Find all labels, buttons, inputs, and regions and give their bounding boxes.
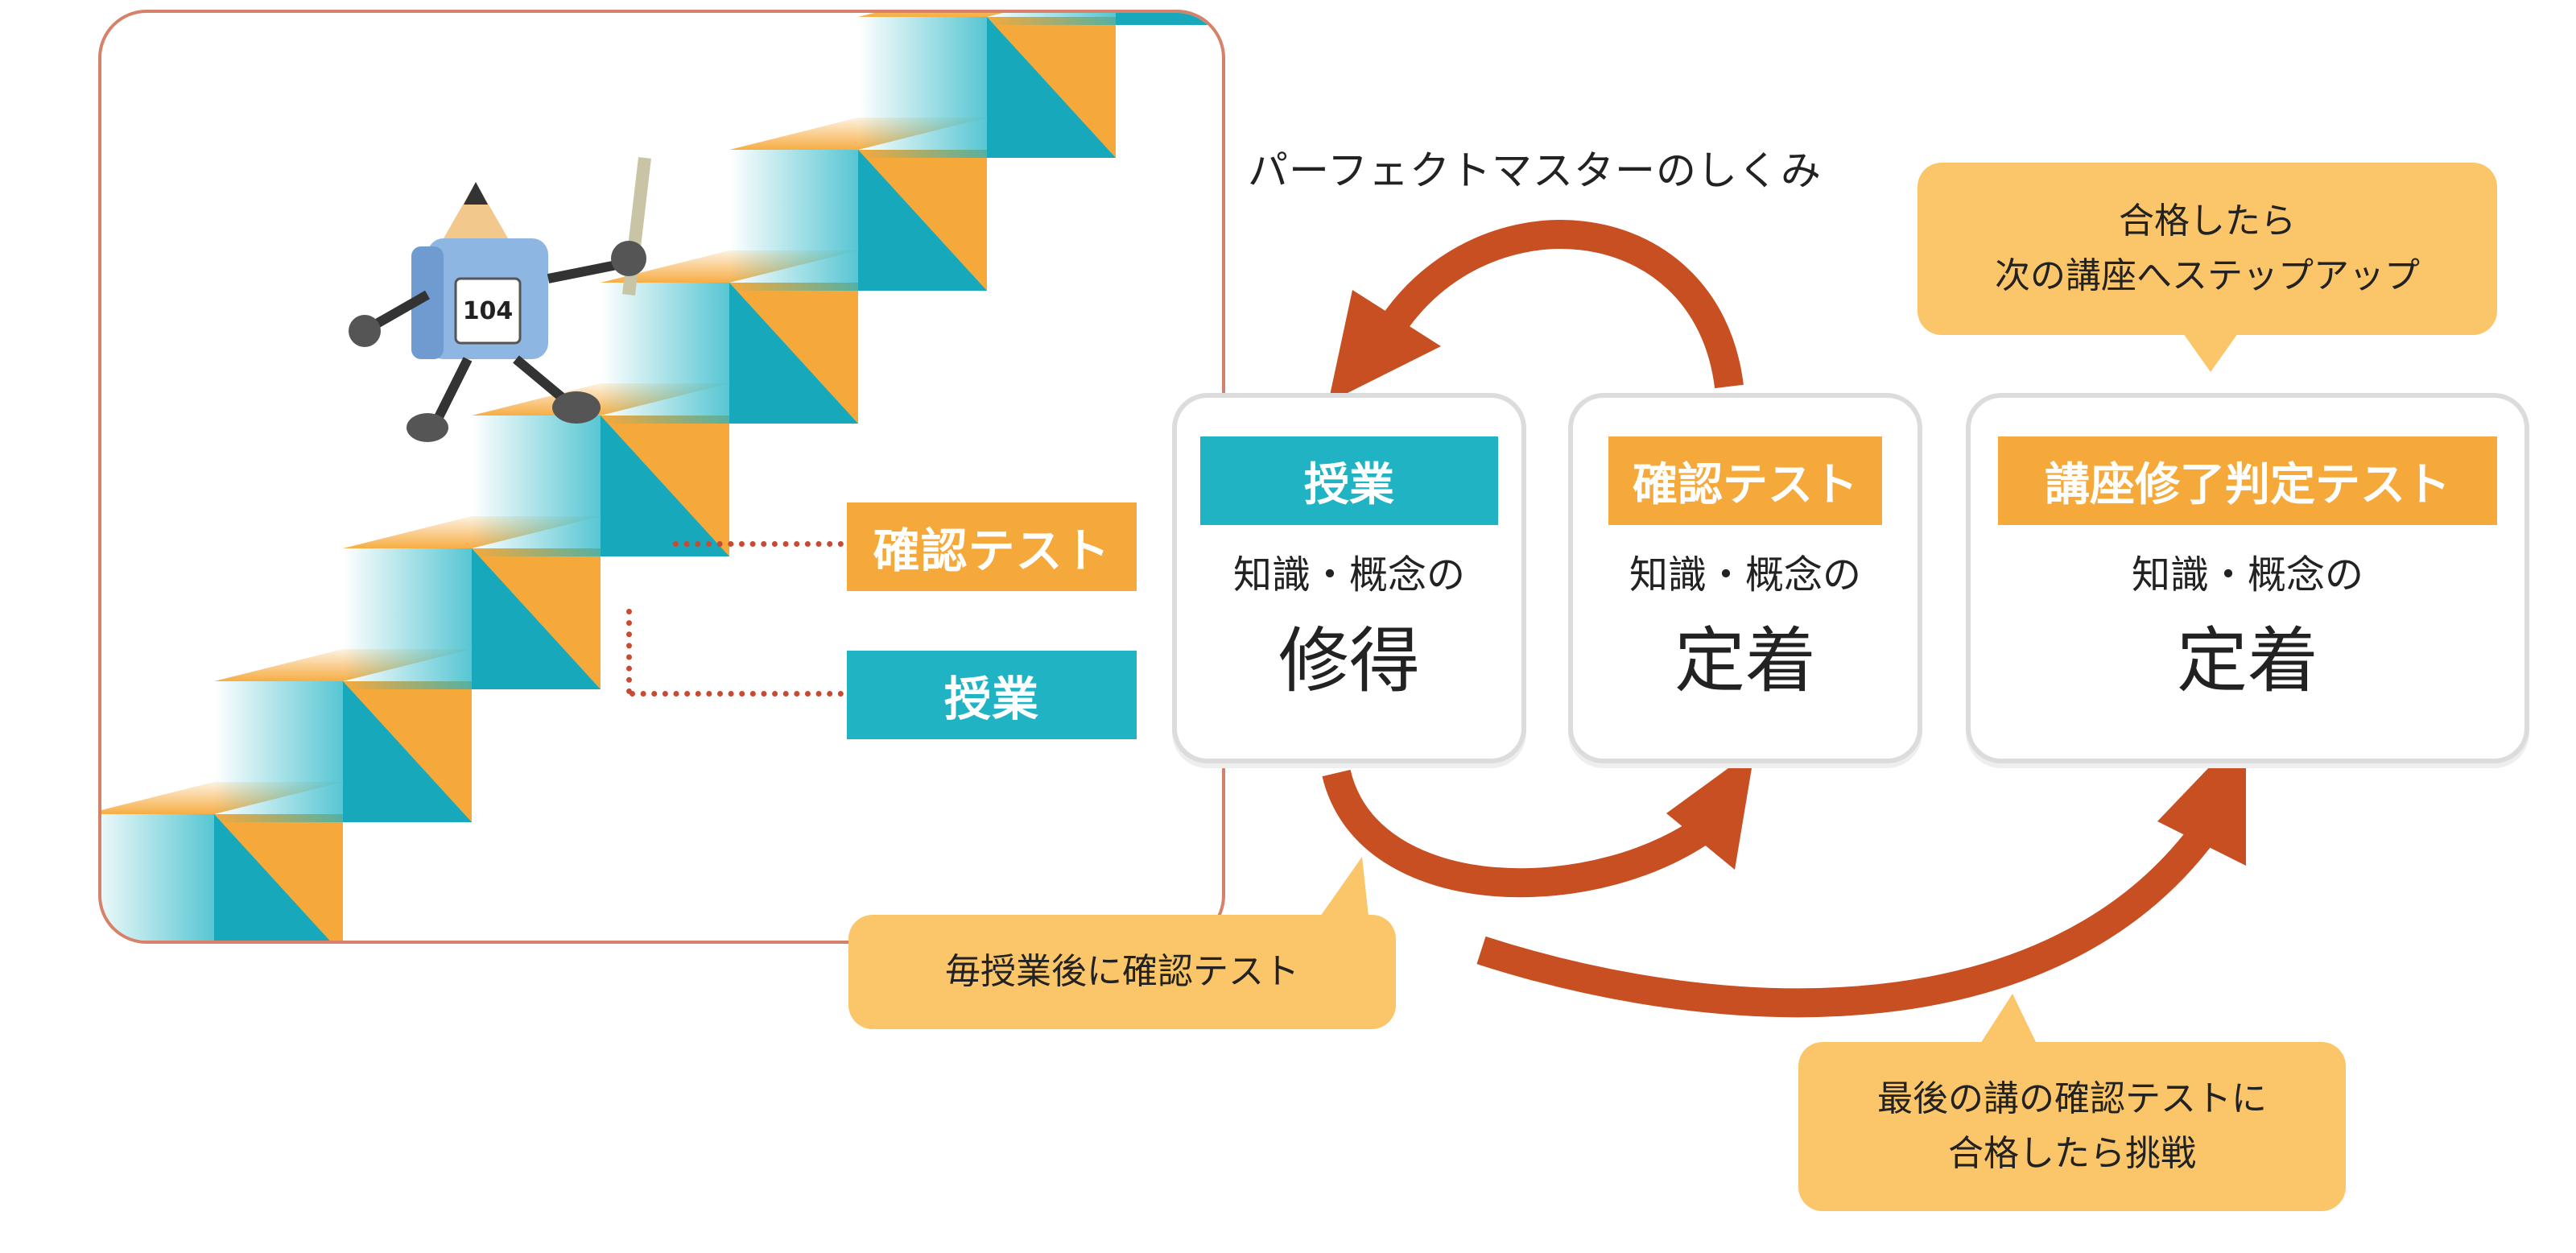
lesson-card-subtitle: 知識・概念の [1232, 552, 1465, 598]
stair-riser [101, 814, 214, 941]
lesson-connector-vertical [626, 609, 632, 694]
stair-triangle [472, 548, 601, 689]
stair-riser [987, 13, 1116, 25]
final-card-subtitle: 知識・概念の [2131, 552, 2363, 598]
pass-callout: 合格したら 次の講座へステップアップ [1918, 163, 2497, 335]
stair-riser [601, 283, 729, 424]
test-connector-line [673, 541, 844, 547]
stair-triangle [214, 814, 330, 941]
pencil-runner-icon: 104 [349, 157, 651, 442]
stair-triangle [343, 681, 472, 822]
lesson-to-test-arrowhead [1666, 749, 1755, 870]
last-callout-line2: 合格したら挑戦 [1948, 1133, 2196, 1174]
final-card-heading: 講座修了判定テスト [1998, 436, 2497, 525]
stair-test-label: 確認テスト [847, 502, 1137, 591]
stair-triangle [858, 150, 987, 291]
each-lesson-callout: 毎授業後に確認テスト [848, 915, 1396, 1029]
pass-callout-line2: 次の講座へステップアップ [1995, 255, 2420, 296]
stair-riser [729, 150, 858, 291]
final-card-main: 定着 [2176, 619, 2318, 702]
bib-number: 104 [463, 297, 514, 325]
each-lesson-callout-text: 毎授業後に確認テスト [945, 950, 1299, 992]
stair-triangle [729, 283, 858, 424]
each-callout-tail [1320, 857, 1368, 916]
stair-lesson-label: 授業 [847, 651, 1137, 739]
lesson-card-heading: 授業 [1200, 436, 1498, 525]
last-callout-line1: 最後の講の確認テストに [1877, 1077, 2267, 1119]
to-final-arrow [1476, 821, 2218, 1018]
stair-riser [472, 416, 601, 556]
return-arrowhead [1328, 290, 1441, 403]
lesson-to-test-arrow [1322, 769, 1724, 898]
last-lesson-callout: 最後の講の確認テストに 合格したら挑戦 [1798, 1042, 2346, 1211]
lesson-card: 授業 知識・概念の 修得 [1172, 393, 1526, 763]
final-test-card: 講座修了判定テスト 知識・概念の 定着 [1966, 393, 2529, 763]
pass-callout-line1: 合格したら [2119, 200, 2296, 242]
test-card-heading: 確認テスト [1608, 436, 1882, 525]
stair-riser [214, 681, 343, 822]
stair-triangle [987, 17, 1116, 158]
lesson-connector-line [630, 691, 844, 697]
last-callout-tail [1980, 994, 2037, 1044]
test-card-main: 定着 [1674, 619, 1816, 702]
return-arrow [1372, 220, 1744, 389]
lesson-card-main: 修得 [1278, 619, 1420, 702]
stair-top [858, 13, 1003, 17]
stair-riser [858, 17, 987, 158]
test-card: 確認テスト 知識・概念の 定着 [1568, 393, 1922, 763]
pass-callout-tail [2183, 333, 2238, 372]
test-card-subtitle: 知識・概念の [1629, 552, 1861, 598]
staircase-illustration: 104 [101, 13, 1222, 941]
stair-triangle [1116, 13, 1222, 25]
staircase-panel: 104 [98, 10, 1225, 944]
stair-triangle [601, 416, 729, 556]
flow-title: パーフェクトマスターのしくみ [1248, 147, 1822, 194]
stair-riser [343, 548, 472, 689]
